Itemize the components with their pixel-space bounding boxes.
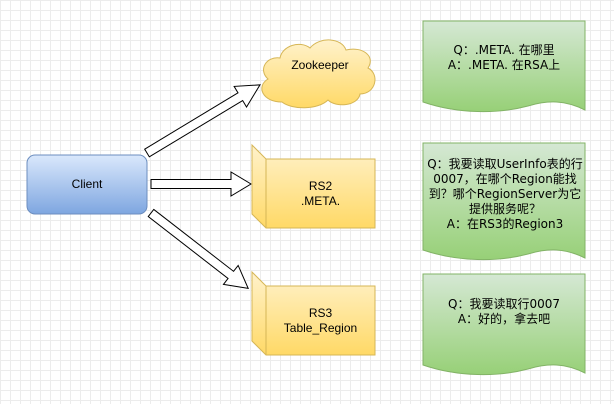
arrow-client-to-rs3 xyxy=(147,208,250,290)
note-2-text: Q：我要读取UserInfo表的行0007，在哪个Region能找到？哪个Reg… xyxy=(427,156,583,231)
rs3-cube xyxy=(251,270,376,356)
arrow-client-to-rs2 xyxy=(150,171,252,197)
note-2-shape xyxy=(422,142,586,261)
client-box xyxy=(26,154,148,215)
rs2-cube xyxy=(251,143,376,229)
zookeeper-cloud xyxy=(261,39,376,109)
note-3-text: Q：我要读取行0007 A：好的，拿去吧 xyxy=(448,297,560,326)
note-1-text: Q：.META. 在哪里 A：.META. 在RSA上 xyxy=(447,43,561,72)
note-1-shape xyxy=(422,20,586,113)
zookeeper-label: Zookeeper xyxy=(291,57,349,72)
arrow-client-to-zookeeper xyxy=(143,84,261,158)
note-3-shape xyxy=(422,273,586,376)
rs2-label: RS2 .META. xyxy=(300,179,341,208)
rs3-label: RS3 Table_Region xyxy=(283,306,358,335)
client-label: Client xyxy=(71,177,103,191)
